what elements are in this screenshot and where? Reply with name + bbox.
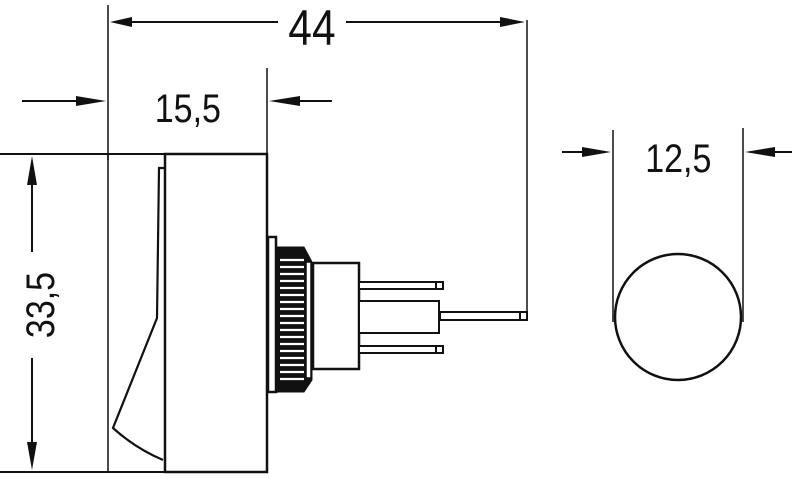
dimension-12-5	[562, 128, 792, 322]
terminals	[358, 281, 528, 354]
dimension-44	[107, 5, 528, 320]
terminal-block	[311, 261, 361, 371]
dimension-label-12-5: 12,5	[645, 135, 711, 180]
dimension-33-5	[0, 153, 164, 473]
dimension-label-15-5: 15,5	[155, 85, 221, 130]
terminal-center	[439, 311, 525, 321]
dimension-label-33-5: 33,5	[17, 272, 62, 338]
terminal-center-base	[358, 300, 440, 334]
terminal-top	[358, 281, 440, 290]
knurled-nut	[266, 235, 313, 394]
mounting-hole	[613, 252, 743, 382]
switch-body	[107, 152, 269, 474]
terminal-bottom	[358, 345, 440, 354]
dimension-label-44: 44	[288, 0, 335, 56]
rocker	[111, 166, 165, 462]
dimension-15-5	[22, 68, 332, 155]
